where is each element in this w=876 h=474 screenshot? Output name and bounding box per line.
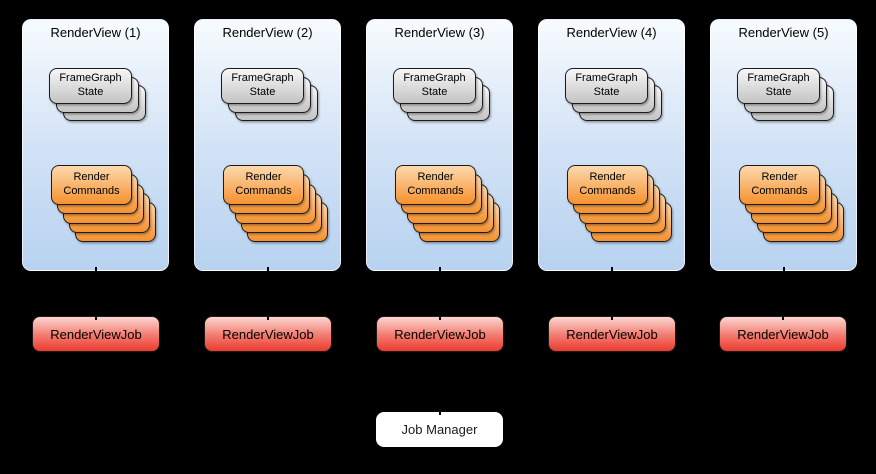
stack-card: FrameGraph State — [565, 68, 648, 104]
stack-card: FrameGraph State — [393, 68, 476, 104]
renderview-panel-3: RenderView (3) FrameGraph State Render C… — [366, 19, 513, 271]
stack-card-label: Render Commands — [63, 171, 120, 197]
connector-stub — [438, 411, 441, 415]
stack-card: Render Commands — [739, 165, 820, 205]
job-manager-label: Job Manager — [401, 422, 478, 437]
panel-title: RenderView (2) — [222, 25, 313, 40]
render-commands-stack: Render Commands — [395, 165, 500, 242]
connector-stub — [439, 316, 441, 320]
panel-title: RenderView (1) — [50, 25, 141, 40]
connector-stub — [94, 267, 97, 271]
renderview-panel-5: RenderView (5) FrameGraph State Render C… — [710, 19, 857, 271]
connector-stub — [266, 267, 269, 271]
connector-stub — [782, 267, 785, 271]
panel-title: RenderView (4) — [566, 25, 657, 40]
renderview-panel-2: RenderView (2) FrameGraph State Render C… — [194, 19, 341, 271]
stack-card-label: FrameGraph State — [575, 72, 638, 98]
stack-card-label: Render Commands — [235, 171, 292, 197]
connector-stub — [267, 316, 269, 320]
stack-card-label: FrameGraph State — [403, 72, 466, 98]
stack-card: FrameGraph State — [221, 68, 304, 104]
connector-stub — [95, 316, 97, 320]
renderviewjob-button-5: RenderViewJob — [719, 316, 847, 352]
stack-card-label: Render Commands — [407, 171, 464, 197]
framegraph-state-stack: FrameGraph State — [393, 68, 491, 121]
framegraph-state-stack: FrameGraph State — [221, 68, 319, 121]
stack-card: Render Commands — [395, 165, 476, 205]
render-commands-stack: Render Commands — [567, 165, 672, 242]
render-commands-stack: Render Commands — [223, 165, 328, 242]
stack-card-label: Render Commands — [579, 171, 636, 197]
stack-card: Render Commands — [567, 165, 648, 205]
renderviewjob-button-3: RenderViewJob — [376, 316, 504, 352]
render-commands-stack: Render Commands — [739, 165, 844, 242]
connector-stub — [610, 267, 613, 271]
connector-stub — [782, 316, 784, 320]
renderview-panel-4: RenderView (4) FrameGraph State Render C… — [538, 19, 685, 271]
stack-card: Render Commands — [51, 165, 132, 205]
render-commands-stack: Render Commands — [51, 165, 156, 242]
framegraph-state-stack: FrameGraph State — [565, 68, 663, 121]
renderviewjob-button-2: RenderViewJob — [204, 316, 332, 352]
renderviewjob-button-4: RenderViewJob — [548, 316, 676, 352]
stack-card-label: Render Commands — [751, 171, 808, 197]
renderview-panel-1: RenderView (1) FrameGraph State Render C… — [22, 19, 169, 271]
panel-title: RenderView (5) — [738, 25, 829, 40]
stack-card-label: FrameGraph State — [231, 72, 294, 98]
stack-card: FrameGraph State — [737, 68, 820, 104]
stack-card-label: FrameGraph State — [59, 72, 122, 98]
renderviewjob-button-1: RenderViewJob — [32, 316, 160, 352]
job-manager-box: Job Manager — [376, 411, 503, 447]
connector-stub — [611, 316, 613, 320]
framegraph-state-stack: FrameGraph State — [49, 68, 147, 121]
stack-card-label: FrameGraph State — [747, 72, 810, 98]
connector-stub — [438, 267, 441, 271]
panel-title: RenderView (3) — [394, 25, 485, 40]
stack-card: Render Commands — [223, 165, 304, 205]
stack-card: FrameGraph State — [49, 68, 132, 104]
framegraph-state-stack: FrameGraph State — [737, 68, 835, 121]
